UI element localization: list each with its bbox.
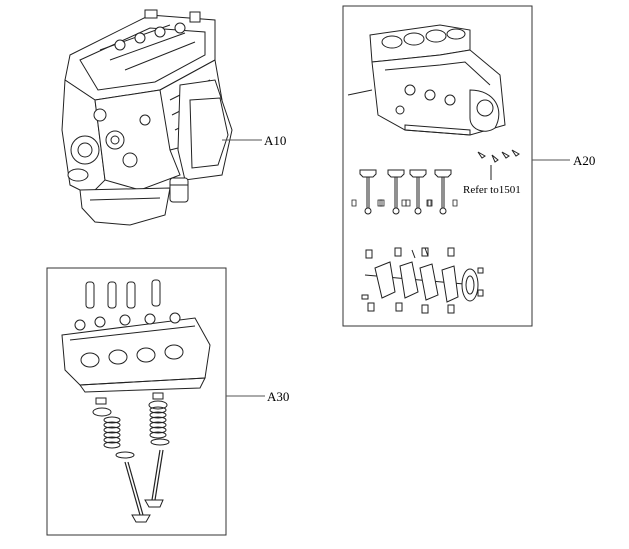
short-block-frame — [343, 6, 532, 326]
bolt-parts-group — [478, 150, 519, 180]
camshaft-bearing-pins — [86, 280, 160, 308]
cylinder-head-illustration — [62, 313, 210, 392]
cylinder-head-frame — [47, 268, 226, 535]
crankshaft-illustration — [362, 248, 483, 313]
engine-assembly-illustration — [62, 10, 232, 225]
refer-note: Refer to1501 — [463, 184, 521, 196]
callout-a20: A20 — [573, 153, 595, 168]
callout-a10: A10 — [264, 133, 286, 148]
pistons-row — [351, 169, 458, 215]
valve-train-parts — [93, 393, 169, 522]
cylinder-block-illustration — [348, 25, 505, 135]
callout-a30: A30 — [267, 389, 289, 404]
